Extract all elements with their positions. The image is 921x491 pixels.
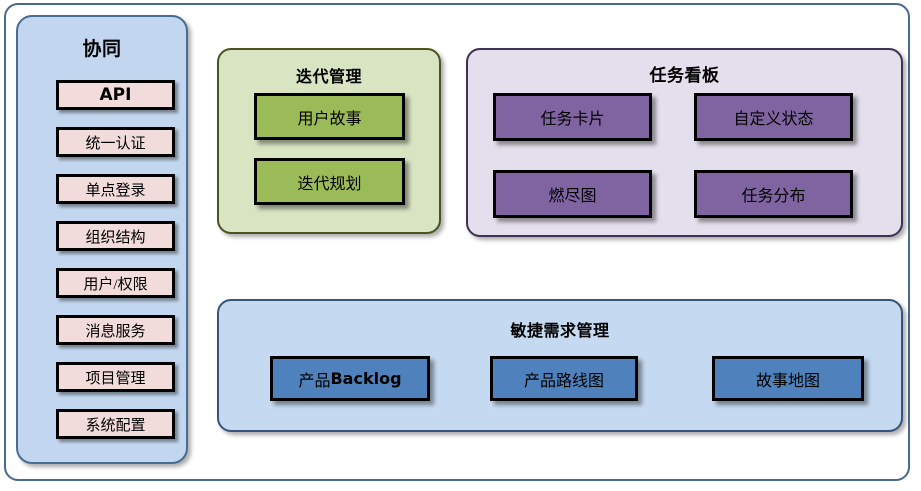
sidebar-item-system-config[interactable]: 系统配置 — [56, 409, 175, 439]
taskboard-box-task-distribution[interactable]: 任务分布 — [694, 170, 853, 218]
agile-panel-title: 敏捷需求管理 — [510, 321, 610, 340]
iteration-box-user-story[interactable]: 用户故事 — [254, 93, 405, 140]
taskboard-panel[interactable]: 任务看板 任务卡片 自定义状态 燃尽图 任务分布 — [466, 48, 903, 237]
taskboard-box-custom-status[interactable]: 自定义状态 — [694, 93, 853, 141]
sidebar-item-api[interactable]: API — [56, 80, 175, 110]
iteration-management-panel[interactable]: 迭代管理 用户故事 迭代规划 — [217, 48, 441, 234]
taskboard-box-task-card[interactable]: 任务卡片 — [493, 93, 652, 141]
sidebar-panel-collaboration[interactable]: 协同 API 统一认证 单点登录 组织结构 用户/权限 消息服务 项目管理 系统… — [16, 15, 188, 464]
sidebar-item-org-structure[interactable]: 组织结构 — [56, 221, 175, 251]
iteration-panel-title: 迭代管理 — [295, 67, 362, 86]
sidebar-panel-title: 协同 — [82, 38, 122, 60]
agile-box-product-backlog-cjk: 产品 — [298, 372, 331, 390]
agile-box-story-map[interactable]: 故事地图 — [712, 356, 864, 401]
sidebar-item-project-management[interactable]: 项目管理 — [56, 362, 175, 392]
taskboard-panel-title: 任务看板 — [649, 66, 720, 86]
agile-box-product-roadmap[interactable]: 产品路线图 — [490, 356, 638, 401]
sidebar-item-unified-auth[interactable]: 统一认证 — [56, 127, 175, 157]
iteration-box-iteration-planning[interactable]: 迭代规划 — [254, 158, 405, 205]
sidebar-item-user-permission[interactable]: 用户/权限 — [56, 268, 175, 298]
taskboard-box-burndown-chart[interactable]: 燃尽图 — [493, 170, 652, 218]
sidebar-item-single-sign-on[interactable]: 单点登录 — [56, 174, 175, 204]
agile-box-product-backlog-latin: Backlog — [330, 369, 402, 388]
sidebar-item-message-service[interactable]: 消息服务 — [56, 315, 175, 345]
